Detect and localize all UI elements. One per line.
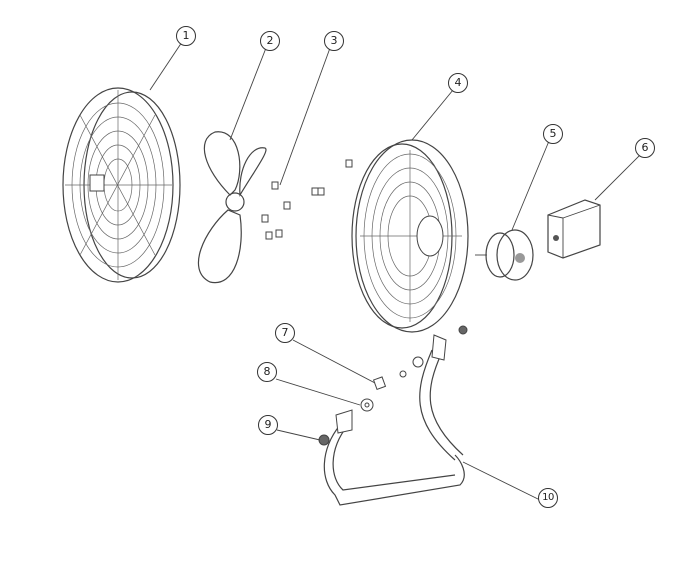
callout-9: 9	[258, 415, 278, 435]
motor-part	[475, 229, 534, 281]
front-grille-part	[62, 87, 181, 283]
callout-3: 3	[324, 31, 344, 51]
callout-8: 8	[257, 362, 277, 382]
leader-lines	[149, 41, 641, 501]
fan-blade-part	[197, 131, 267, 284]
callout-10: 10	[538, 488, 558, 508]
callout-5: 5	[543, 124, 563, 144]
stand-part	[323, 334, 465, 506]
callout-1: 1	[176, 26, 196, 46]
switch-box-part	[547, 199, 601, 259]
callout-4: 4	[448, 73, 468, 93]
hardware-part	[318, 325, 468, 446]
rear-grille-part	[351, 139, 469, 333]
callout-2: 2	[260, 31, 280, 51]
callout-7: 7	[275, 323, 295, 343]
callout-6: 6	[635, 138, 655, 158]
clips-part	[261, 159, 353, 240]
